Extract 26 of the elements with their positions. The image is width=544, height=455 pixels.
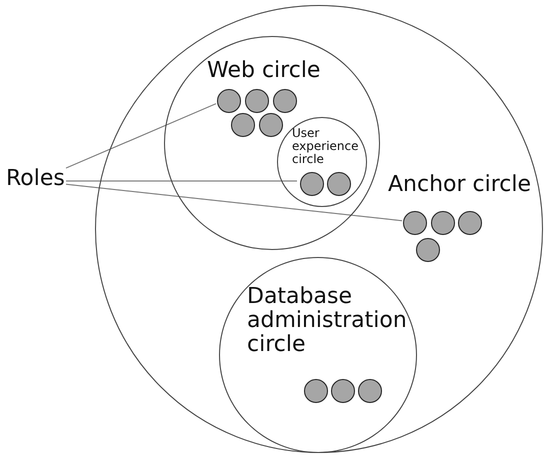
role-circle — [259, 113, 283, 137]
role-circle — [431, 211, 455, 235]
role-circle — [331, 379, 355, 403]
role-circle — [245, 89, 269, 113]
role-circle — [458, 211, 482, 235]
role-circle — [416, 238, 440, 262]
circle-boundary — [219, 257, 417, 453]
leader-line — [66, 103, 216, 169]
callout-label: Roles — [6, 166, 66, 196]
role-circle — [273, 89, 297, 113]
circle-boundary — [277, 117, 367, 207]
role-circle — [358, 379, 382, 403]
circle-title: Database administration circle — [247, 285, 407, 358]
leader-line — [66, 180, 298, 182]
circle-title: User experience circle — [292, 127, 360, 167]
role-circle — [217, 89, 241, 113]
circle-title: Anchor circle — [388, 173, 532, 198]
circle-boundary — [164, 36, 380, 250]
circle-boundary — [95, 5, 543, 453]
role-circle — [300, 172, 324, 196]
role-circle — [403, 211, 427, 235]
role-circle — [231, 113, 255, 137]
role-circle — [304, 379, 328, 403]
circle-title: Web circle — [207, 59, 322, 84]
role-circle — [327, 172, 351, 196]
leader-line — [66, 184, 403, 222]
